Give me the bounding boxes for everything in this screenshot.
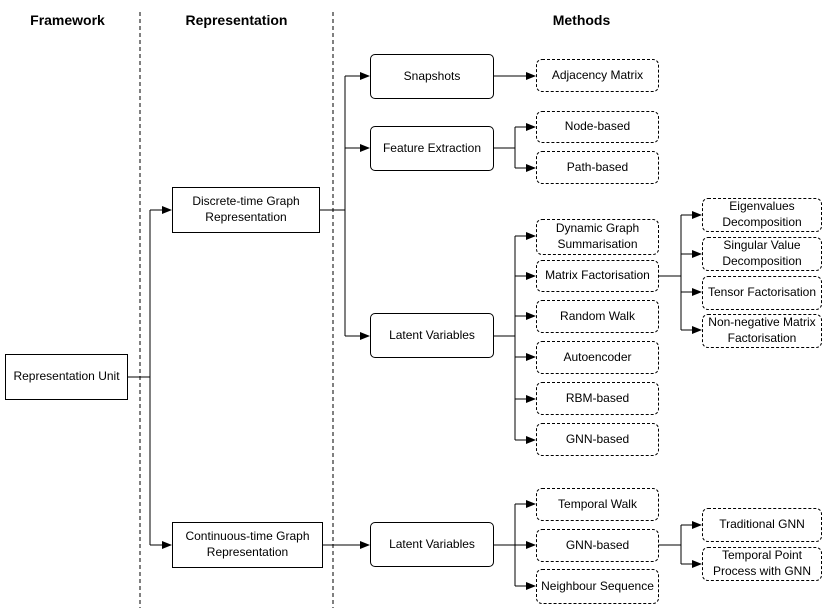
latent-variables-discrete-box: Latent Variables <box>370 313 494 358</box>
gnn-based-continuous-box: GNN-based <box>536 529 659 562</box>
framework-heading: Framework <box>30 12 105 28</box>
connector-latent-continuous-to-methods <box>494 500 536 590</box>
dynamic-graph-summarisation-box: Dynamic Graph Summarisation <box>536 219 659 255</box>
representation-heading: Representation <box>185 12 288 28</box>
latent-variables-continuous-box: Latent Variables <box>370 522 494 567</box>
connector-gnn-continuous-to-submethods <box>659 521 702 568</box>
singular-value-decomposition-box: Singular Value Decomposition <box>702 237 822 271</box>
adjacency-matrix-box: Adjacency Matrix <box>536 59 659 92</box>
path-based-box: Path-based <box>536 151 659 184</box>
feature-extraction-box: Feature Extraction <box>370 126 494 171</box>
discrete-time-representation-box: Discrete-time Graph Representation <box>172 187 320 233</box>
matrix-factorisation-box: Matrix Factorisation <box>536 260 659 292</box>
snapshots-box: Snapshots <box>370 54 494 99</box>
neighbour-sequence-box: Neighbour Sequence <box>536 569 659 604</box>
connector-discrete-to-categories <box>320 72 370 340</box>
node-based-box: Node-based <box>536 111 659 143</box>
rbm-based-box: RBM-based <box>536 382 659 415</box>
eigenvalues-decomposition-box: Eigenvalues Decomposition <box>702 198 822 232</box>
connector-unit-to-representations <box>128 206 172 549</box>
autoencoder-box: Autoencoder <box>536 341 659 374</box>
temporal-point-process-gnn-box: Temporal Point Process with GNN <box>702 547 822 581</box>
connector-matrix-factorisation-to-submethods <box>659 211 702 334</box>
continuous-time-representation-box: Continuous-time Graph Representation <box>172 522 323 568</box>
methods-heading: Methods <box>552 12 611 28</box>
traditional-gnn-box: Traditional GNN <box>702 508 822 542</box>
temporal-walk-box: Temporal Walk <box>536 488 659 521</box>
connector-feature-to-methods <box>494 123 536 172</box>
representation-unit-box: Representation Unit <box>5 354 128 400</box>
random-walk-box: Random Walk <box>536 300 659 333</box>
connector-latent-discrete-to-methods <box>494 232 536 444</box>
non-negative-matrix-factorisation-box: Non-negative Matrix Factorisation <box>702 314 822 348</box>
gnn-based-discrete-box: GNN-based <box>536 423 659 456</box>
tensor-factorisation-box: Tensor Factorisation <box>702 276 822 310</box>
